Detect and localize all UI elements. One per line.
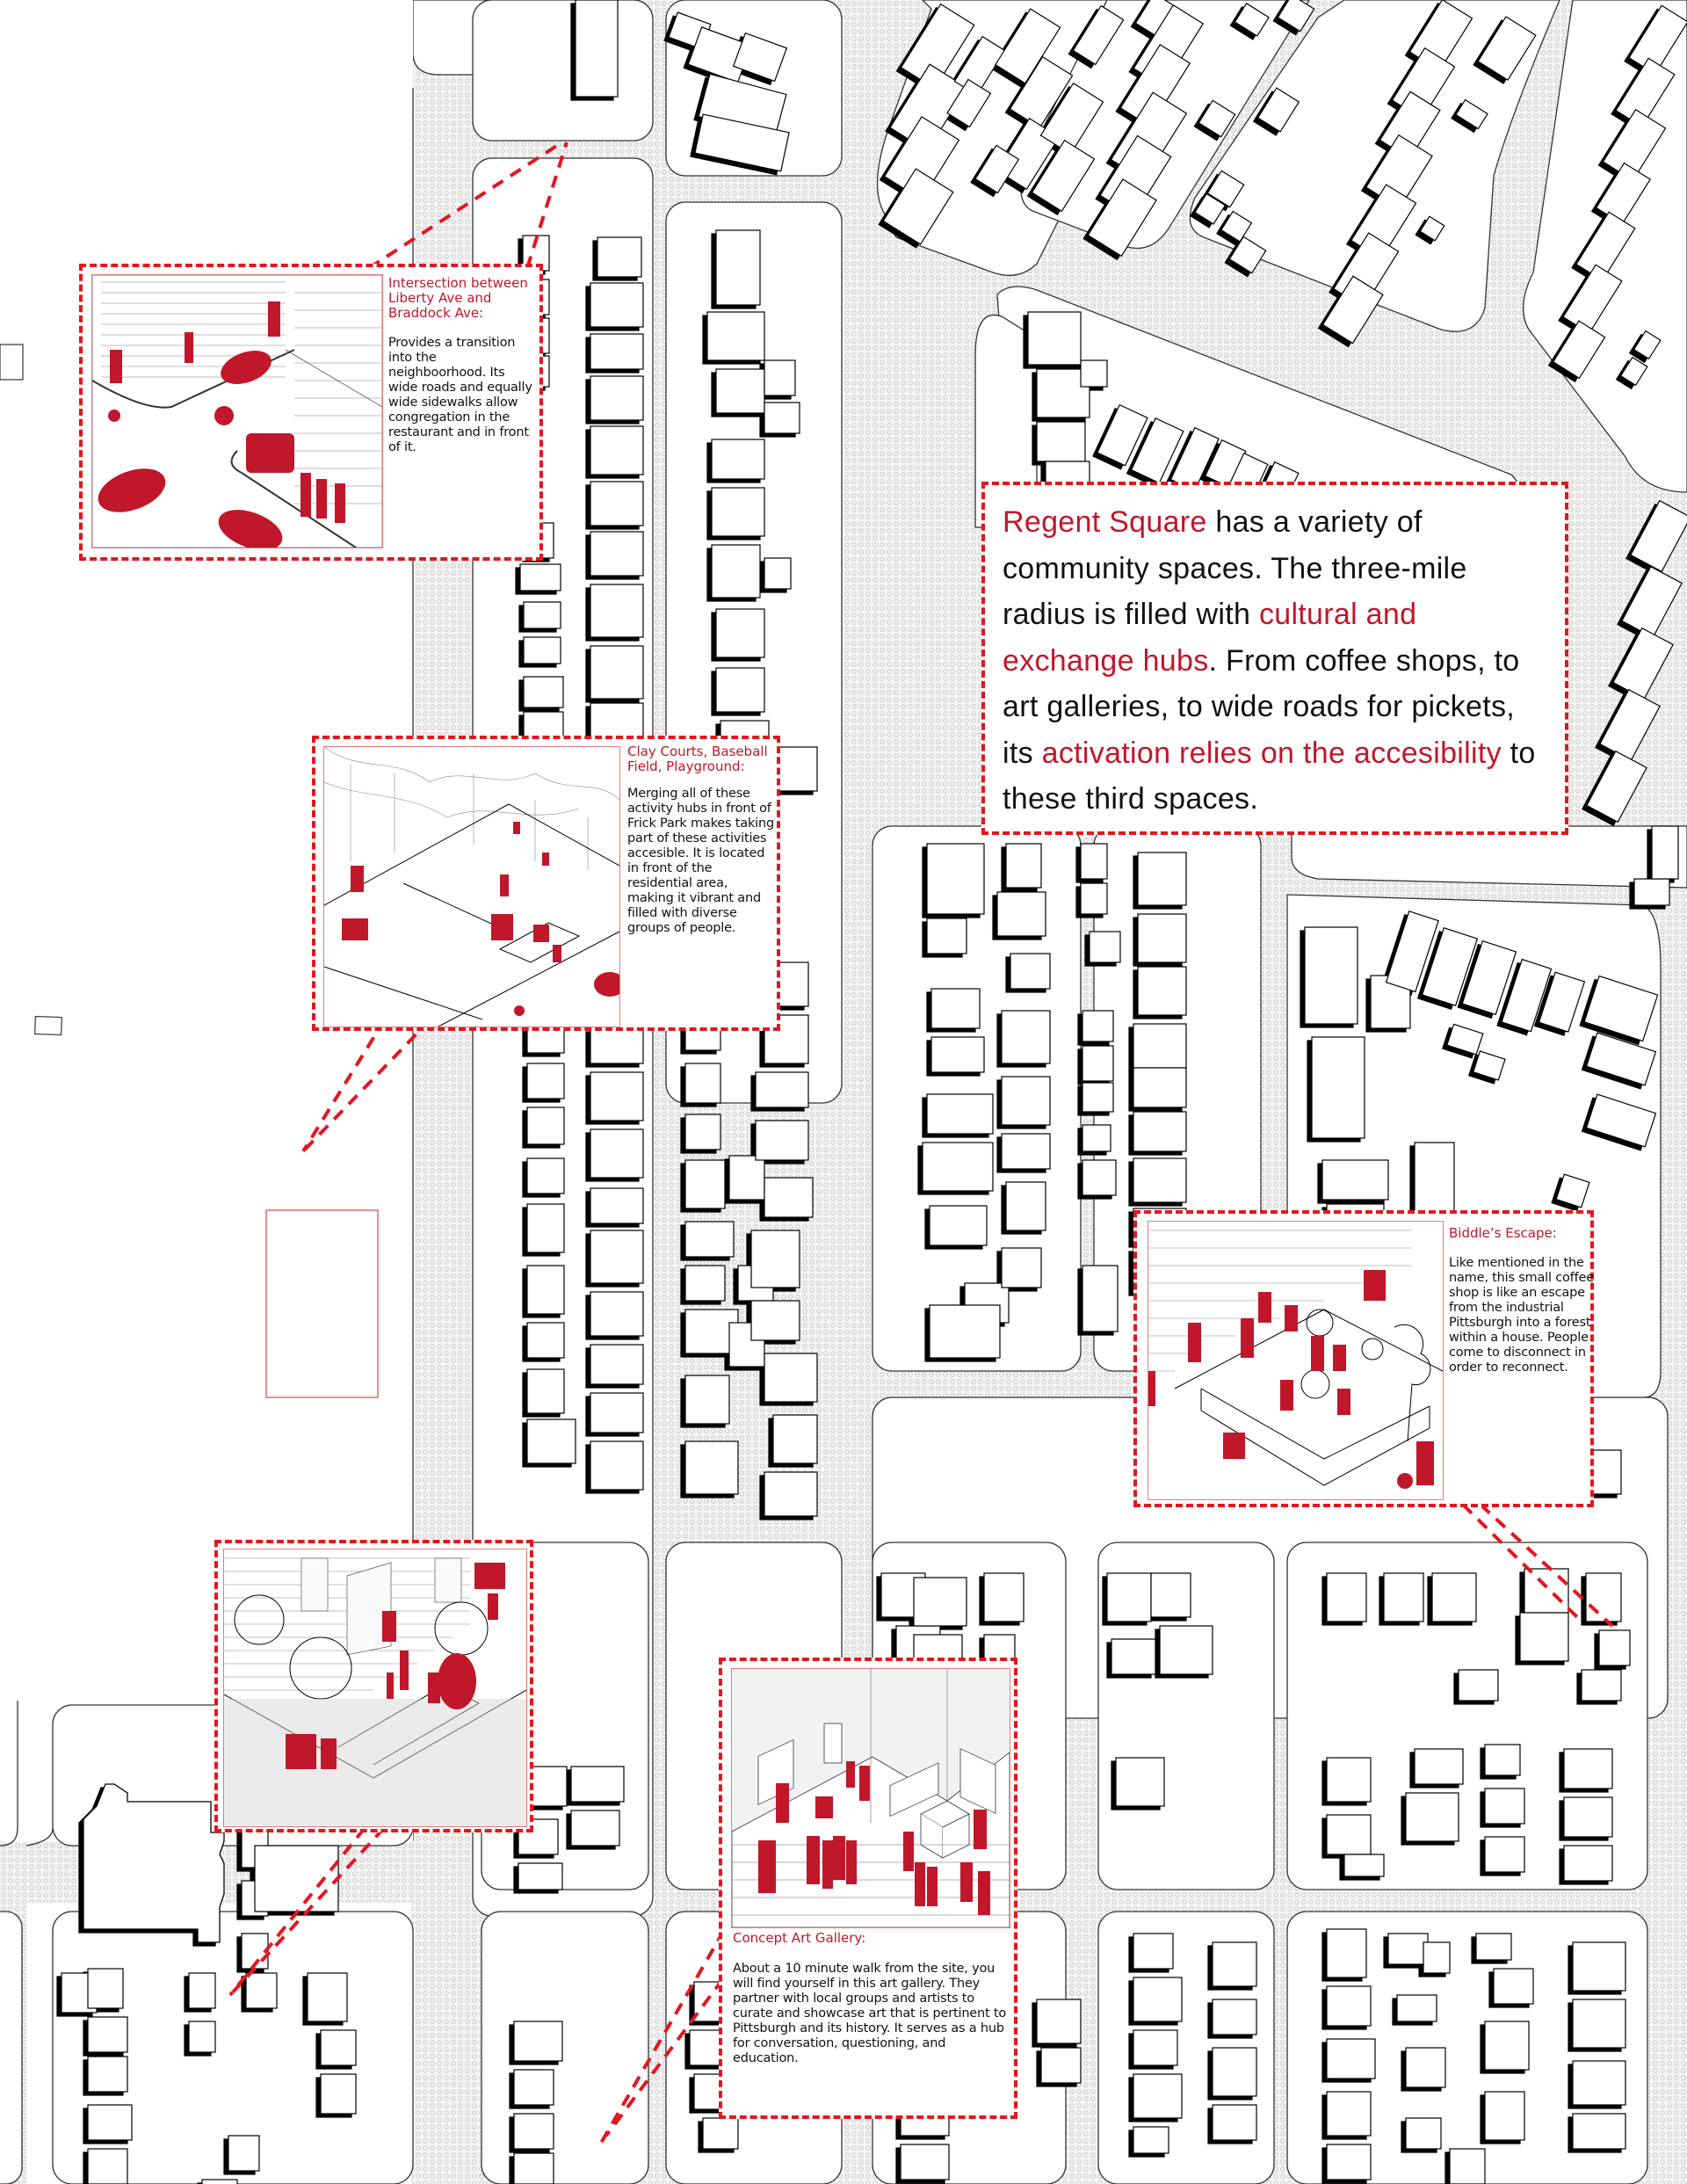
park-illustration bbox=[323, 746, 620, 1027]
leader-lines bbox=[228, 141, 1614, 2146]
callout-title: Intersection between Liberty Ave and Bra… bbox=[388, 275, 528, 321]
callout-biddles-escape: Biddle’s Escape: Like mentioned in the n… bbox=[1133, 1210, 1594, 1507]
callout-concept-art-gallery: Concept Art Gallery: About a 10 minute w… bbox=[719, 1658, 1017, 2119]
intro-text-segment: to these third spaces. bbox=[1003, 736, 1536, 816]
intro-text-box: Regent Square has a variety of community… bbox=[981, 482, 1568, 835]
intro-text-segment: has a variety of community spaces. The t… bbox=[1003, 505, 1467, 631]
callout-plaza bbox=[214, 1540, 533, 1832]
intro-text-segment: . From coffee shops, to art galleries, t… bbox=[1003, 643, 1520, 770]
callout-title: Clay Courts, Baseball Field, Playground: bbox=[627, 744, 768, 774]
callout-concept-art-gallery-text: Concept Art Gallery: About a 10 minute w… bbox=[733, 1931, 1010, 2066]
callout-liberty-braddock: Intersection between Liberty Ave and Bra… bbox=[79, 264, 543, 561]
site-outline bbox=[265, 1209, 379, 1398]
intro-highlight-activation: activation relies on the accesibility bbox=[1041, 736, 1502, 770]
gallery-illustration bbox=[731, 1668, 1010, 1928]
callout-clay-courts: Clay Courts, Baseball Field, Playground:… bbox=[312, 736, 780, 1031]
intro-highlight-cultural-hubs: cultural and exchange hubs bbox=[1003, 598, 1417, 678]
callout-title: Biddle’s Escape: bbox=[1449, 1225, 1557, 1241]
park-structures bbox=[0, 344, 62, 1036]
callout-body: About a 10 minute walk from the site, yo… bbox=[733, 1962, 1007, 2065]
plaza-illustration bbox=[223, 1549, 527, 1827]
intro-highlight-regent-square: Regent Square bbox=[1003, 505, 1207, 539]
intersection-illustration bbox=[91, 274, 383, 548]
intro-text: Regent Square has a variety of community… bbox=[1003, 505, 1536, 816]
callout-body: Provides a transition into the neighboor… bbox=[388, 336, 532, 454]
callout-title: Concept Art Gallery: bbox=[733, 1930, 866, 1946]
coffee-shop-illustration bbox=[1148, 1221, 1444, 1500]
callout-biddles-escape-text: Biddle’s Escape: Like mentioned in the n… bbox=[1449, 1226, 1594, 1375]
callout-clay-courts-text: Clay Courts, Baseball Field, Playground:… bbox=[627, 744, 777, 936]
callout-body: Merging all of these activity hubs in fr… bbox=[627, 787, 774, 935]
callout-liberty-braddock-text: Intersection between Liberty Ave and Bra… bbox=[388, 276, 533, 455]
callout-body: Like mentioned in the name, this small c… bbox=[1449, 1256, 1594, 1375]
